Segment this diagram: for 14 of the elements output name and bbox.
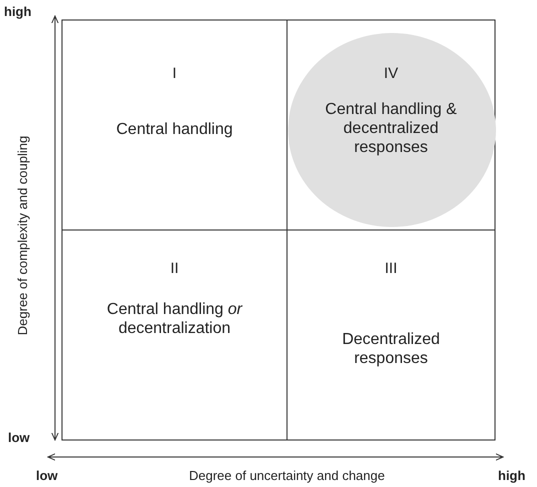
- axis-end-label: high: [498, 468, 526, 483]
- quadrant-numeral: III: [384, 260, 398, 277]
- axis-title: Degree of complexity and coupling: [14, 135, 30, 335]
- axis-end-label: low: [8, 430, 30, 445]
- quadrant-label: Central handling & decentralized responses: [324, 100, 458, 157]
- axis-end-label: low: [36, 468, 58, 483]
- quadrant-numeral: IV: [382, 65, 400, 82]
- quadrant-label: Decentralized responses: [341, 330, 441, 368]
- quadrant-label: Central handling or decentralization: [106, 300, 244, 338]
- quadrant-label: Central handling: [115, 120, 234, 139]
- axis-title: Degree of uncertainty and change: [189, 468, 385, 483]
- quadrant-numeral: I: [171, 65, 178, 82]
- quadrant-numeral: II: [169, 260, 180, 277]
- axis-end-label: high: [4, 4, 32, 19]
